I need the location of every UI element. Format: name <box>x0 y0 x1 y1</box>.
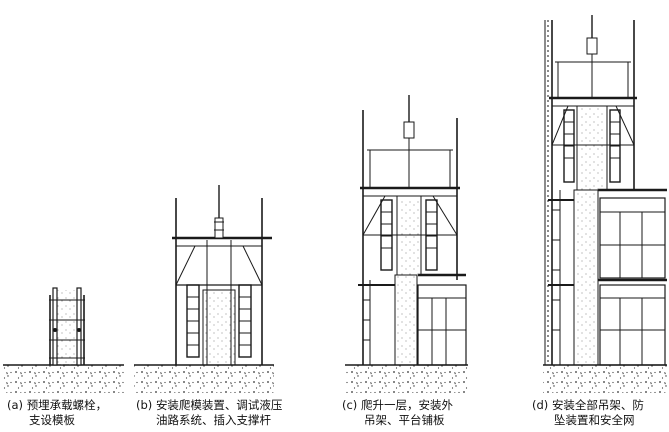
caption-b-line1: 安装爬模装置、调试液压 <box>155 398 283 412</box>
caption-b-line2: 油路系统、插入支撑杆 <box>156 413 271 427</box>
caption-c-line1: 爬升一层，安装外 <box>360 398 453 412</box>
caption-d-line2: 坠装置和安全网 <box>554 413 635 427</box>
panel-b-drawing <box>134 185 274 393</box>
panel-b-ground <box>134 365 274 393</box>
caption-c-line2: 吊架、平台铺板 <box>364 413 445 427</box>
caption-d-label: (d) <box>532 398 549 412</box>
panel-a-drawing <box>3 287 124 393</box>
panel-d-ground <box>543 365 667 393</box>
caption-panel-c: (c) 爬升一层，安装外 吊架、平台铺板 <box>342 398 453 428</box>
caption-a-line1: 预埋承载螺栓， <box>26 398 108 412</box>
panel-a-ground <box>3 365 124 393</box>
caption-b-label: (b) <box>136 398 153 412</box>
diagram-canvas <box>3 15 667 393</box>
caption-panel-a: (a) 预埋承载螺栓， 支设模板 <box>7 398 107 428</box>
panel-c-drawing <box>345 95 468 393</box>
caption-panel-d: (d) 安装全部吊架、防 坠装置和安全网 <box>532 398 644 428</box>
caption-c-label: (c) <box>342 398 358 412</box>
panel-c-ground <box>345 365 468 393</box>
panel-d-drawing <box>543 15 667 393</box>
caption-panel-b: (b) 安装爬模装置、调试液压 油路系统、插入支撑杆 <box>136 398 282 428</box>
caption-a-label: (a) <box>7 398 24 412</box>
caption-a-line2: 支设模板 <box>29 413 75 427</box>
caption-d-line1: 安装全部吊架、防 <box>551 398 644 412</box>
